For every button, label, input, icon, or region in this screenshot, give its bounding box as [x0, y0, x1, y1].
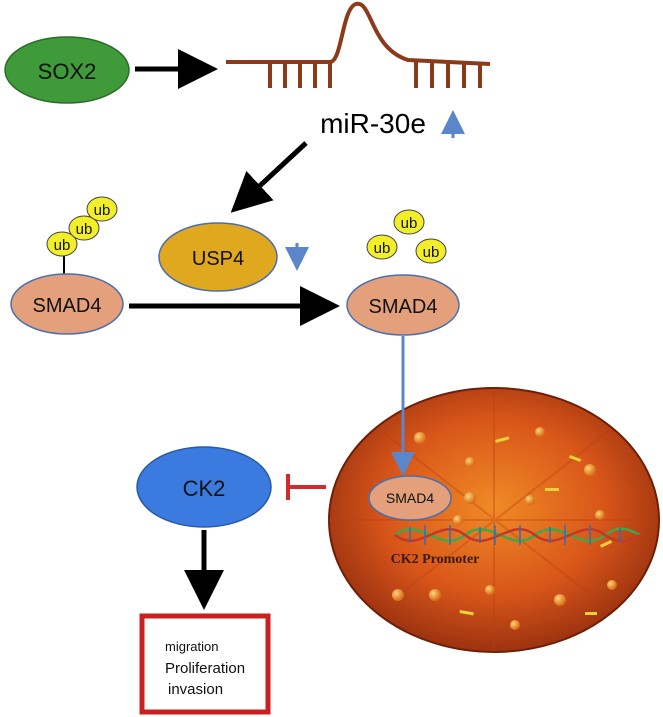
- usp4-label: USP4: [192, 248, 244, 270]
- mir-to-usp4-arrow: [230, 141, 308, 213]
- ub-label: ub: [76, 221, 93, 238]
- ck2-node: CK2: [136, 446, 272, 528]
- sox2-label: SOX2: [38, 59, 97, 84]
- ub-label: ub: [54, 237, 71, 254]
- dna-helix-icon: [394, 525, 641, 545]
- mir-label: miR-30e: [320, 108, 426, 139]
- ubiquitin-chain-left: ub ub ub: [46, 196, 118, 278]
- sox2-node: SOX2: [4, 36, 130, 104]
- mirna-strand-icon: [226, 1, 491, 88]
- outcome-invasion: invasion: [168, 681, 223, 698]
- ck2-label: CK2: [183, 476, 226, 501]
- ub-label: ub: [374, 240, 391, 257]
- smad4-nucleus-node: SMAD4: [368, 475, 452, 521]
- ub-label: ub: [94, 202, 111, 219]
- smad4-left-node: SMAD4: [10, 273, 124, 335]
- ubiquitin-free-right: ub ub ub: [366, 209, 447, 264]
- nucleus-icon: CK2 Promoter: [328, 387, 660, 653]
- smad4-nucleus-label: SMAD4: [386, 490, 434, 506]
- smad4-right-label: SMAD4: [369, 296, 438, 318]
- outcome-proliferation: Proliferation: [165, 660, 245, 677]
- outcome-migration: migration: [165, 639, 218, 654]
- smad4-right-node: SMAD4: [346, 274, 460, 336]
- ck2-promoter-label: CK2 Promoter: [391, 552, 480, 567]
- nucleus-droplets: [392, 427, 617, 630]
- ub-label: ub: [401, 215, 418, 232]
- usp4-node: USP4: [158, 222, 278, 292]
- smad4-left-label: SMAD4: [33, 295, 102, 317]
- inhibition-icon: [286, 474, 326, 500]
- ub-label: ub: [423, 244, 440, 261]
- outcome-box: migration Proliferation invasion: [139, 613, 271, 715]
- nucleus-flecks: [459, 436, 613, 616]
